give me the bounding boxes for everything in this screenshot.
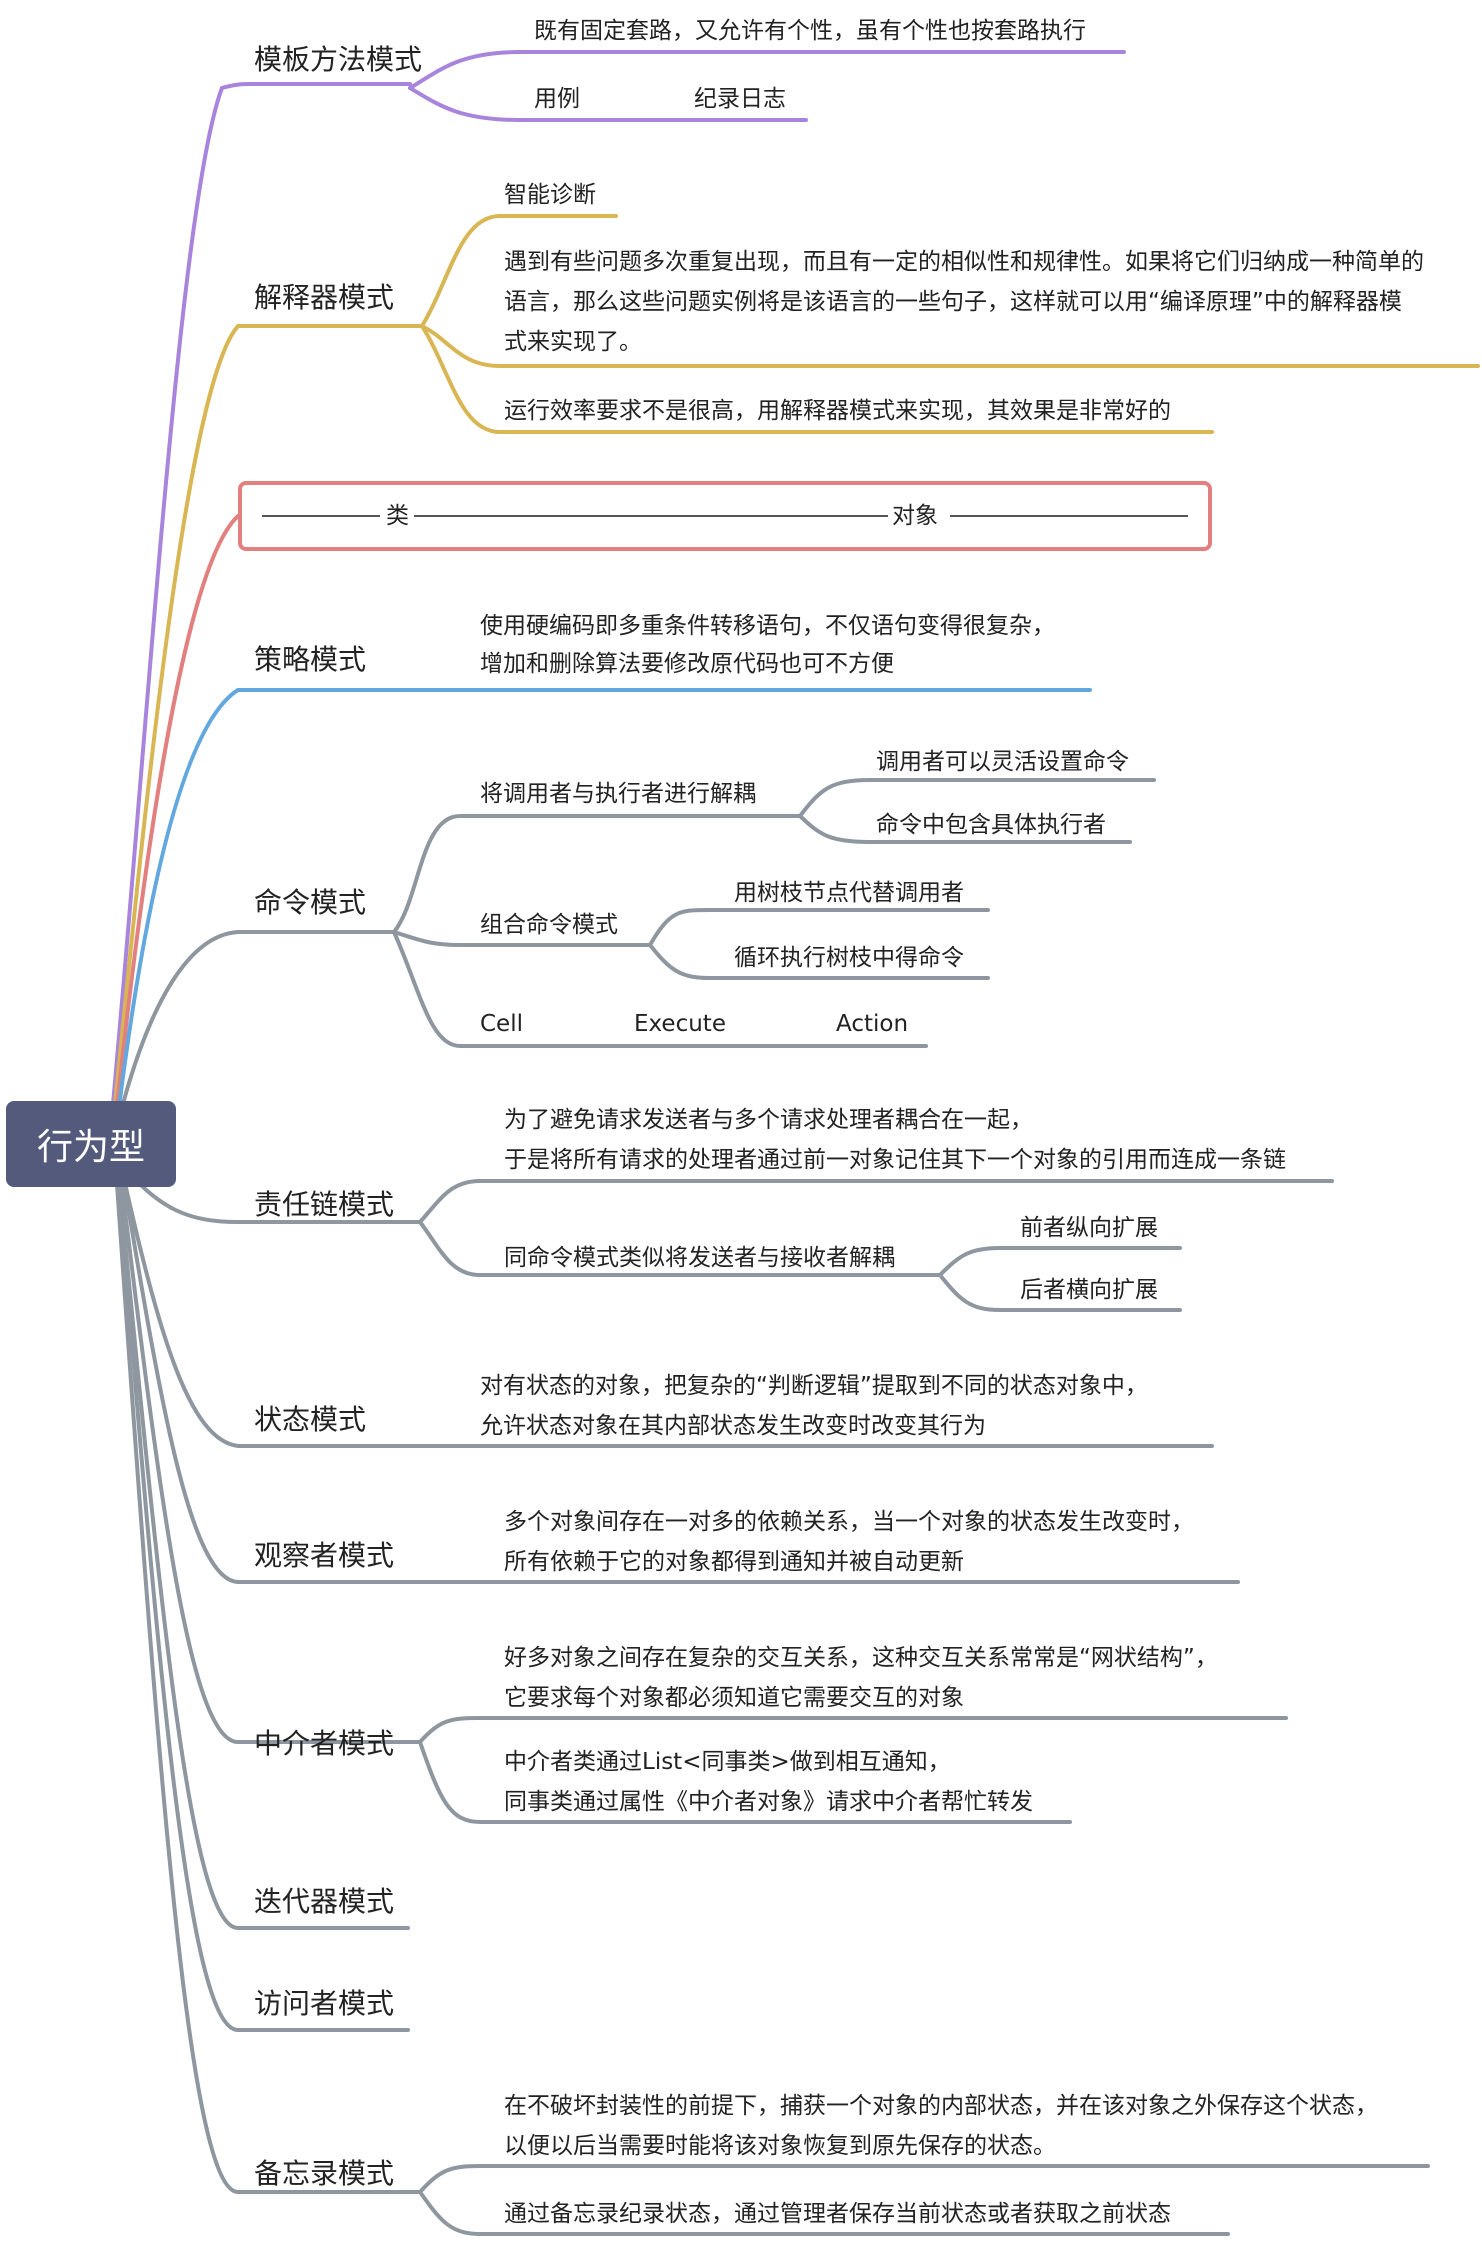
node-chain-similar[interactable]: 同命令模式类似将发送者与接收者解耦 bbox=[504, 1245, 895, 1271]
node-strategy-line1: 使用硬编码即多重条件转移语句，不仅语句变得很复杂， bbox=[480, 613, 1055, 639]
node-memento-line3[interactable]: 通过备忘录纪录状态，通过管理者保存当前状态或者获取之前状态 bbox=[504, 2201, 1171, 2227]
node-state[interactable]: 状态模式 bbox=[254, 1403, 367, 1436]
connector-template bbox=[110, 50, 1126, 1117]
connector-separator bbox=[114, 514, 240, 1117]
node-command-chain-action[interactable]: Action bbox=[836, 1011, 909, 1037]
node-interpreter-item1[interactable]: 智能诊断 bbox=[504, 182, 596, 208]
node-template-example-label[interactable]: 用例 bbox=[534, 86, 580, 112]
node-command-composite-a[interactable]: 用树枝节点代替调用者 bbox=[734, 880, 964, 906]
node-strategy[interactable]: 策略模式 bbox=[254, 643, 367, 676]
node-command-composite-b[interactable]: 循环执行树枝中得命令 bbox=[734, 945, 964, 971]
node-visitor[interactable]: 访问者模式 bbox=[254, 1987, 395, 2020]
node-chain-line2: 于是将所有请求的处理者通过前一对象记住其下一个对象的引用而连成一条链 bbox=[504, 1147, 1286, 1173]
node-memento[interactable]: 备忘录模式 bbox=[254, 2157, 395, 2190]
node-chain-line1: 为了避免请求发送者与多个请求处理者耦合在一起， bbox=[504, 1107, 1033, 1133]
node-interpreter[interactable]: 解释器模式 bbox=[254, 281, 395, 314]
node-mediator-line4: 同事类通过属性《中介者对象》请求中介者帮忙转发 bbox=[504, 1789, 1033, 1815]
node-command-chain-cell[interactable]: Cell bbox=[480, 1011, 523, 1037]
node-mediator-line2: 它要求每个对象都必须知道它需要交互的对象 bbox=[504, 1685, 964, 1711]
node-observer-line1: 多个对象间存在一对多的依赖关系，当一个对象的状态发生改变时， bbox=[504, 1509, 1194, 1535]
node-observer-line2: 所有依赖于它的对象都得到通知并被自动更新 bbox=[504, 1549, 964, 1575]
separator-left-label: 类 bbox=[384, 496, 411, 536]
node-chain-ext-a[interactable]: 前者纵向扩展 bbox=[1020, 1215, 1158, 1241]
node-interpreter-item2-line3: 式来实现了。 bbox=[504, 329, 642, 355]
node-command[interactable]: 命令模式 bbox=[254, 886, 367, 919]
node-command-decouple-b[interactable]: 命令中包含具体执行者 bbox=[876, 812, 1106, 838]
node-state-line2: 允许状态对象在其内部状态发生改变时改变其行为 bbox=[480, 1413, 986, 1439]
node-chain-ext-b[interactable]: 后者横向扩展 bbox=[1020, 1277, 1158, 1303]
node-command-chain-execute[interactable]: Execute bbox=[634, 1011, 726, 1037]
node-mediator-line3: 中介者类通过List<同事类>做到相互通知， bbox=[504, 1749, 951, 1775]
node-command-decouple-a[interactable]: 调用者可以灵活设置命令 bbox=[876, 749, 1129, 775]
node-observer[interactable]: 观察者模式 bbox=[254, 1539, 395, 1572]
node-chain-of-responsibility[interactable]: 责任链模式 bbox=[254, 1188, 395, 1221]
node-template-example-value[interactable]: 纪录日志 bbox=[694, 86, 786, 112]
root-node[interactable]: 行为型 bbox=[6, 1101, 176, 1187]
separator-right-label: 对象 bbox=[890, 496, 940, 536]
node-mediator[interactable]: 中介者模式 bbox=[254, 1727, 395, 1760]
node-interpreter-item2-line1: 遇到有些问题多次重复出现，而且有一定的相似性和规律性。如果将它们归纳成一种简单的 bbox=[504, 249, 1424, 275]
node-state-line1: 对有状态的对象，把复杂的“判断逻辑”提取到不同的状态对象中， bbox=[480, 1373, 1148, 1399]
node-command-composite[interactable]: 组合命令模式 bbox=[480, 912, 618, 938]
node-command-decouple[interactable]: 将调用者与执行者进行解耦 bbox=[480, 781, 756, 807]
node-memento-line2: 以便以后当需要时能将该对象恢复到原先保存的状态。 bbox=[504, 2133, 1056, 2159]
node-interpreter-item3[interactable]: 运行效率要求不是很高，用解释器模式来实现，其效果是非常好的 bbox=[504, 398, 1171, 424]
node-interpreter-item2-line2: 语言，那么这些问题实例将是该语言的一些句子，这样就可以用“编译原理”中的解释器模 bbox=[504, 289, 1402, 315]
connector-rest bbox=[114, 778, 1430, 2236]
node-memento-line1: 在不破坏封装性的前提下，捕获一个对象的内部状态，并在该对象之外保存这个状态， bbox=[504, 2093, 1378, 2119]
node-template-desc[interactable]: 既有固定套路，又允许有个性，虽有个性也按套路执行 bbox=[534, 18, 1086, 44]
connector-strategy bbox=[116, 688, 1092, 1117]
separator-box[interactable] bbox=[238, 481, 1212, 551]
node-iterator[interactable]: 迭代器模式 bbox=[254, 1885, 395, 1918]
node-template-method[interactable]: 模板方法模式 bbox=[254, 43, 423, 76]
node-strategy-line2: 增加和删除算法要修改原代码也可不方便 bbox=[480, 651, 894, 677]
connector-interpreter bbox=[112, 214, 1480, 1117]
node-mediator-line1: 好多对象之间存在复杂的交互关系，这种交互关系常常是“网状结构”， bbox=[504, 1645, 1218, 1671]
